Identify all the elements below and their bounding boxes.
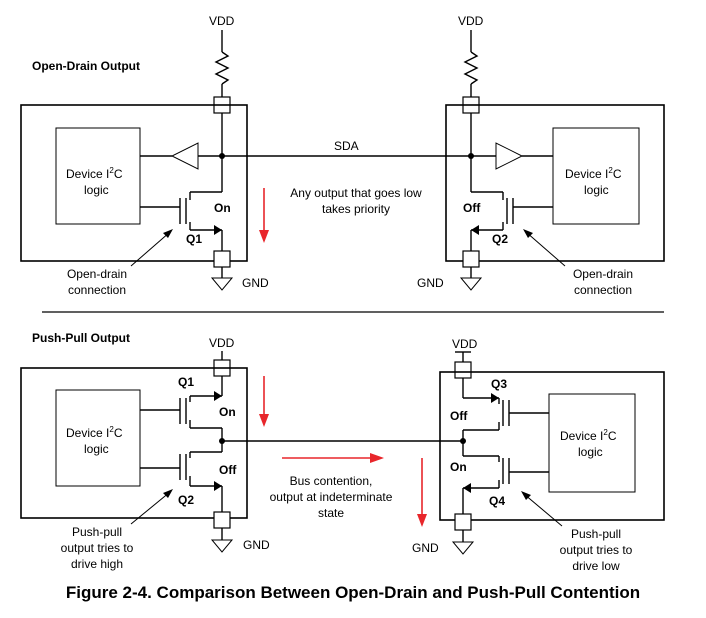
pp-callout-left-line2: output tries to	[61, 541, 134, 555]
gnd-label-right: GND	[417, 276, 444, 290]
pp-q1-state: On	[219, 405, 236, 419]
callout-right-line1: Open-drain	[573, 267, 633, 281]
pp-right-logic-sub: logic	[578, 445, 603, 459]
ground-icon-right	[459, 277, 483, 291]
callout-left-line2: connection	[68, 283, 126, 297]
callout-arrow-right	[523, 229, 533, 238]
gnd-pad-left	[213, 250, 231, 268]
push-pull-title: Push-Pull Output	[32, 331, 130, 345]
left-input-buffer-icon	[170, 142, 199, 170]
pp-gnd-pad-right	[454, 513, 472, 531]
pp-q3-label: Q3	[491, 377, 507, 391]
pp-callout-left-line1: Push-pull	[72, 525, 122, 539]
pp-q2-label: Q2	[178, 493, 194, 507]
left-device-box	[20, 104, 248, 262]
sda-label: SDA	[334, 139, 359, 153]
pp-right-device-box	[439, 371, 665, 521]
pp-right-logic-label: Device I2C	[560, 428, 617, 443]
vdd-label-top-left: VDD	[209, 14, 235, 28]
push-pull-section: Push-Pull Output VDD VDD Device I2C logi…	[20, 331, 665, 573]
right-logic-label: Device I2C	[565, 166, 622, 181]
q2-label: Q2	[492, 232, 508, 246]
gnd-pad-right	[462, 250, 480, 268]
left-logic-sub: logic	[84, 183, 109, 197]
pp-gnd-label-right: GND	[412, 541, 439, 555]
priority-note-line2: takes priority	[322, 202, 390, 216]
contention-note-line2: output at indeterminate	[270, 490, 393, 504]
pp-callout-left-line3: drive high	[71, 557, 123, 571]
pullup-resistor-left	[214, 51, 230, 85]
right-logic-sub: logic	[584, 183, 609, 197]
pp-q2-transistor-icon	[140, 451, 223, 512]
open-drain-section: Open-Drain Output VDD VDD Device I2C log…	[20, 14, 665, 297]
figure-caption: Figure 2-4. Comparison Between Open-Drai…	[65, 583, 641, 602]
pp-callout-arrow-left	[163, 489, 173, 498]
left-logic-label: Device I2C	[66, 166, 123, 181]
pp-gnd-label-left: GND	[243, 538, 270, 552]
callout-left-line1: Open-drain	[67, 267, 127, 281]
pp-left-logic-block	[55, 389, 141, 487]
pp-right-logic-block	[548, 393, 636, 493]
pp-callout-arrow-right	[521, 491, 531, 500]
q1-state-label: On	[214, 201, 231, 215]
pullup-resistor-right	[463, 51, 479, 85]
pp-q3-transistor-icon	[462, 378, 549, 456]
q2-state-label: Off	[463, 201, 481, 215]
right-device-box	[445, 104, 665, 262]
priority-note-line1: Any output that goes low	[290, 186, 422, 200]
pp-q3-state: Off	[450, 409, 468, 423]
pp-q4-label: Q4	[489, 494, 505, 508]
pp-q4-state: On	[450, 460, 467, 474]
pp-callout-right-line2: output tries to	[560, 543, 633, 557]
right-logic-block	[552, 127, 640, 225]
pp-q4-transistor-icon	[462, 455, 549, 514]
left-logic-block	[55, 127, 141, 225]
pp-q2-state: Off	[219, 463, 237, 477]
pp-q1-label: Q1	[178, 375, 194, 389]
vdd-label-bottom-right: VDD	[452, 337, 478, 351]
vdd-label-bottom-left: VDD	[209, 336, 235, 350]
callout-arrow-left	[163, 229, 173, 238]
callout-right-line2: connection	[574, 283, 632, 297]
q2-transistor-icon	[470, 191, 553, 251]
q1-transistor-icon	[140, 191, 223, 251]
pp-left-logic-label: Device I2C	[66, 425, 123, 440]
ground-icon-left	[210, 277, 234, 291]
pp-gnd-pad-left	[213, 511, 231, 529]
right-input-buffer-icon	[495, 142, 524, 170]
pp-left-logic-sub: logic	[84, 442, 109, 456]
pp-callout-right-line3: drive low	[572, 559, 620, 573]
pp-ground-icon-left	[210, 539, 234, 553]
gnd-label-left: GND	[242, 276, 269, 290]
pp-callout-right-line1: Push-pull	[571, 527, 621, 541]
contention-note-line1: Bus contention,	[290, 474, 373, 488]
pp-ground-icon-right	[451, 541, 475, 555]
q1-label: Q1	[186, 232, 202, 246]
pp-left-device-box	[20, 367, 248, 519]
open-drain-title: Open-Drain Output	[32, 59, 140, 73]
vdd-label-top-right: VDD	[458, 14, 484, 28]
vdd-pad-bottom-right	[454, 361, 472, 379]
contention-note-line3: state	[318, 506, 344, 520]
